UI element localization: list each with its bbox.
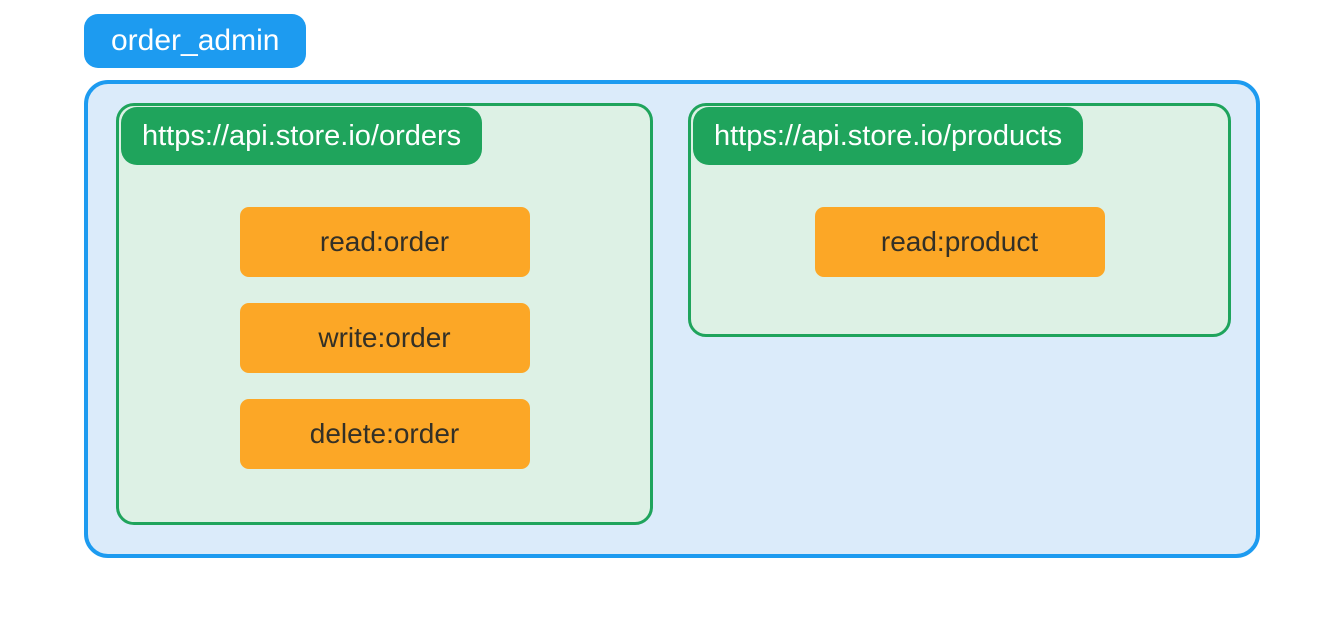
role-badge: order_admin <box>84 14 307 68</box>
scope-list-products: read:product <box>691 207 1228 277</box>
api-panel-products: https://api.store.io/products read:produ… <box>688 103 1231 337</box>
scope-list-orders: read:order write:order delete:order <box>119 207 650 469</box>
scope-chip-read-product: read:product <box>814 207 1105 277</box>
api-url-badge-orders: https://api.store.io/orders <box>121 107 483 165</box>
scope-chip-delete-order: delete:order <box>239 399 530 469</box>
role-container: https://api.store.io/orders read:order w… <box>84 80 1260 558</box>
scope-chip-write-order: write:order <box>239 303 530 373</box>
scope-chip-read-order: read:order <box>239 207 530 277</box>
api-url-badge-products: https://api.store.io/products <box>693 107 1084 165</box>
api-panel-orders: https://api.store.io/orders read:order w… <box>116 103 653 525</box>
